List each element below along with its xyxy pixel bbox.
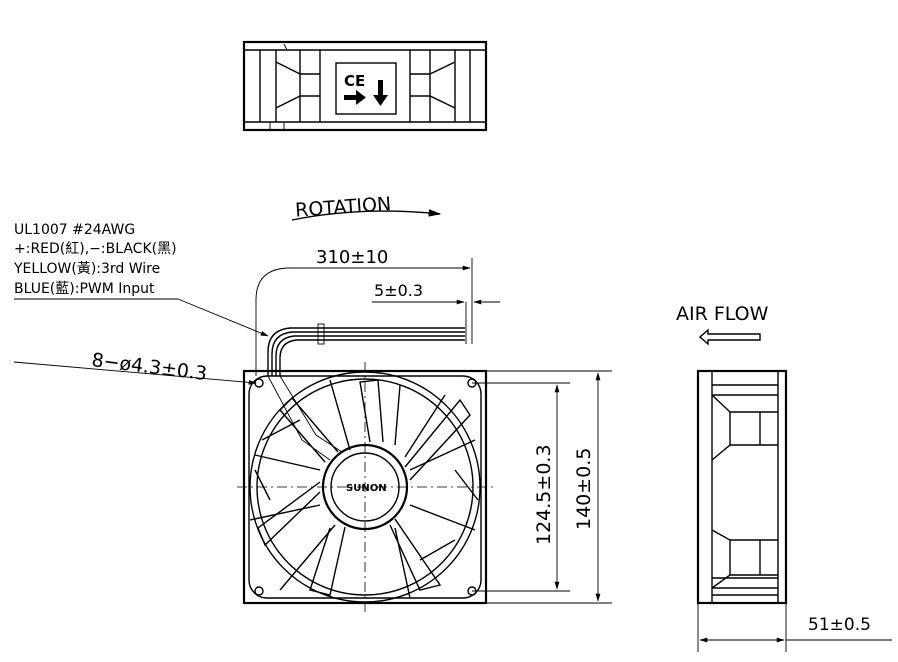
strip-length-dimension: 5±0.3 — [372, 281, 500, 344]
mount-hole-tl — [254, 378, 264, 388]
airflow-arrow-icon — [344, 90, 366, 105]
thickness-dimension: 51±0.5 — [697, 603, 892, 652]
brand-label: SUNON — [346, 483, 387, 494]
cable-length-dimension: 310±10 — [255, 247, 473, 376]
wire-spec-line2: +:RED(紅),−:BLACK(黑) — [14, 241, 177, 257]
top-view: CE — [242, 40, 488, 132]
hole-spec: 8−ø4.3±0.3 — [13, 349, 257, 385]
hole-spec-label: 8−ø4.3±0.3 — [90, 349, 208, 385]
side-view — [696, 369, 788, 605]
hole-pitch-label: 124.5±0.3 — [533, 444, 555, 545]
frame-size-dimension: 140±0.5 — [486, 370, 612, 604]
air-flow-indicator: AIR FLOW — [676, 303, 769, 346]
air-flow-label: AIR FLOW — [676, 303, 769, 325]
wire-spec-line3: YELLOW(黃):3rd Wire — [13, 261, 160, 277]
strip-length-label: 5±0.3 — [374, 281, 423, 300]
ce-mark: CE — [344, 72, 365, 90]
wire-spec: UL1007 #24AWG +:RED(紅),−:BLACK(黑) YELLOW… — [13, 222, 269, 337]
frame-size-label: 140±0.5 — [573, 448, 595, 530]
wire-spec-line4: BLUE(藍):PWM Input — [14, 281, 155, 297]
wire-spec-line1: UL1007 #24AWG — [14, 222, 135, 238]
hole-pitch-dimension: 124.5±0.3 — [472, 382, 570, 592]
rotation-indicator: ROTATION — [291, 193, 442, 222]
front-view: SUNON — [237, 362, 495, 612]
mount-hole-bl — [254, 586, 264, 596]
rotation-arrow-icon — [373, 80, 388, 106]
cable — [267, 323, 465, 461]
cable-length-label: 310±10 — [316, 247, 388, 268]
thickness-label: 51±0.5 — [808, 615, 871, 635]
